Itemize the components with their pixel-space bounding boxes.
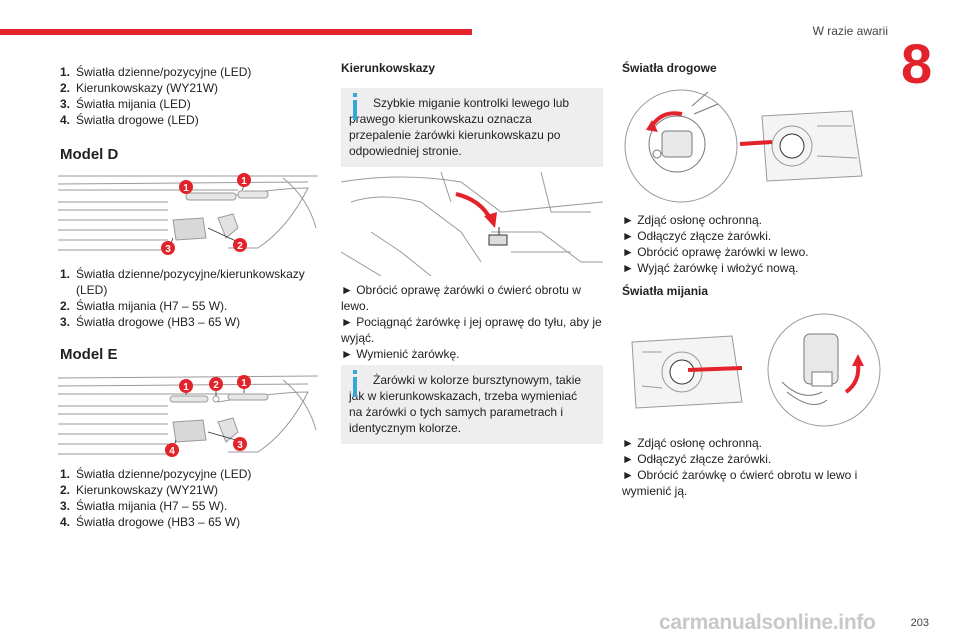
low-beam-title: Światła mijania — [622, 284, 709, 298]
top-accent-bar — [0, 29, 472, 35]
svg-text:2: 2 — [237, 241, 243, 252]
model-d-list-wrap: 1.Światła dzienne/pozycyjne/kierunkowska… — [60, 266, 322, 330]
svg-text:3: 3 — [165, 244, 171, 255]
step-text: ► Obrócić oprawę żarówki w lewo. — [622, 245, 809, 259]
model-d-heading-wrap: Model D — [60, 147, 118, 163]
svg-text:2: 2 — [213, 380, 219, 391]
step-text: ► Wyjąć żarówkę i włożyć nową. — [622, 261, 799, 275]
turn-signal-steps: ► Obrócić oprawę żarówki o ćwierć obrotu… — [341, 282, 603, 362]
model-e-callout-2: 2 — [209, 377, 223, 391]
rotate-arrow-icon — [844, 363, 861, 394]
info-box-amber-bulbs-wrap: Żarówki w kolorze bursztynowym, takie ja… — [341, 365, 603, 444]
turn-signal-bulb-illustration — [341, 172, 603, 276]
step-text: ► Zdjąć osłonę ochronną. — [622, 213, 762, 227]
high-beam-title: Światła drogowe — [622, 61, 717, 75]
list-item: 1.Światła dzienne/pozycyjne (LED) — [60, 467, 252, 481]
model-e-callout-4: 4 — [165, 443, 179, 457]
step-text: ► Pociągnąć żarówkę i jej oprawę do tyłu… — [341, 315, 602, 345]
model-e-callout-3: 3 — [233, 437, 247, 451]
section-header: W razie awarii — [812, 24, 888, 38]
svg-text:1: 1 — [241, 378, 247, 389]
list-item: 3.Światła mijania (H7 – 55 W). — [60, 499, 228, 513]
model-e-title: Model E — [60, 346, 118, 363]
model-d-callout-1: 1 — [179, 180, 193, 194]
chapter-number: 8 — [901, 32, 933, 95]
model-d-list: 1.Światła dzienne/pozycyjne/kierunkowska… — [60, 266, 322, 330]
model-d-title: Model D — [60, 146, 119, 163]
list-item: 3.Światła mijania (LED) — [60, 97, 191, 111]
svg-text:1: 1 — [183, 382, 189, 393]
turn-signals-title: Kierunkowskazy — [341, 61, 436, 75]
model-e-heading-wrap: Model E — [60, 347, 118, 363]
model-d-callout-1b: 1 — [237, 173, 251, 187]
info-box-amber-bulbs: Żarówki w kolorze bursztynowym, takie ja… — [341, 365, 603, 444]
model-e-list-wrap: 1.Światła dzienne/pozycyjne (LED) 2.Kier… — [60, 466, 322, 530]
low-beam-bulb-illustration — [631, 313, 881, 427]
high-beam-steps: ► Zdjąć osłonę ochronną. ► Odłączyć złąc… — [622, 212, 884, 276]
list-item: 2.Kierunkowskazy (WY21W) — [60, 483, 219, 497]
svg-text:1: 1 — [241, 176, 247, 187]
column-1: 1.Światła dzienne/pozycyjne (LED) 2.Kier… — [60, 64, 322, 128]
low-beam-heading-wrap: Światła mijania — [622, 283, 884, 299]
model-e-headlamp-illustration: 1 2 1 3 4 — [58, 375, 319, 457]
light-list-main: 1.Światła dzienne/pozycyjne (LED) 2.Kier… — [60, 64, 322, 128]
info-box-turn-signal-warning: Szybkie miganie kontrolki lewego lub pra… — [341, 88, 603, 167]
info-icon — [353, 93, 357, 120]
step-text: ► Wymienić żarówkę. — [341, 347, 460, 361]
svg-text:3: 3 — [237, 440, 243, 451]
list-item: 1.Światła dzienne/pozycyjne/kierunkowska… — [60, 267, 305, 297]
watermark: carmanualsonline.info — [659, 611, 876, 634]
model-e-callout-1b: 1 — [237, 375, 251, 389]
list-item: 1.Światła dzienne/pozycyjne (LED) — [60, 65, 252, 79]
page-number: 203 — [910, 617, 929, 629]
arrow-head-icon — [484, 212, 497, 228]
model-d-callout-2: 2 — [233, 238, 247, 252]
pointer-arrow-icon — [739, 140, 773, 146]
list-item: 3.Światła drogowe (HB3 – 65 W) — [60, 315, 241, 329]
step-text: ► Odłączyć złącze żarówki. — [622, 452, 772, 466]
rotate-arrow-head-icon — [646, 120, 658, 132]
low-beam-steps: ► Zdjąć osłonę ochronną. ► Odłączyć złąc… — [622, 435, 884, 499]
info-icon — [353, 370, 357, 397]
model-d-callout-3: 3 — [161, 241, 175, 255]
svg-text:4: 4 — [169, 446, 175, 457]
high-beam-heading-wrap: Światła drogowe — [622, 60, 884, 76]
model-e-list: 1.Światła dzienne/pozycyjne (LED) 2.Kier… — [60, 466, 322, 530]
list-item: 4.Światła drogowe (HB3 – 65 W) — [60, 515, 241, 529]
model-d-headlamp-illustration: 1 1 2 3 — [58, 173, 318, 255]
pointer-arrow-icon — [687, 366, 743, 372]
rotate-arrow-head-icon — [852, 354, 864, 366]
svg-text:1: 1 — [183, 183, 189, 194]
step-text: ► Zdjąć osłonę ochronną. — [622, 436, 762, 450]
list-item: 4.Światła drogowe (LED) — [60, 113, 199, 127]
model-e-callout-1: 1 — [179, 379, 193, 393]
step-text: ► Odłączyć złącze żarówki. — [622, 229, 772, 243]
step-text: ► Obrócić żarówkę o ćwierć obrotu w lewo… — [622, 468, 858, 498]
rotate-arrow-icon — [650, 111, 683, 128]
list-item: 2.Światła mijania (H7 – 55 W). — [60, 299, 228, 313]
step-text: ► Obrócić oprawę żarówki o ćwierć obrotu… — [341, 283, 581, 313]
list-item: 2.Kierunkowskazy (WY21W) — [60, 81, 219, 95]
column-2: Kierunkowskazy Szybkie miganie kontrolki… — [341, 60, 603, 167]
high-beam-bulb-illustration — [624, 89, 863, 203]
